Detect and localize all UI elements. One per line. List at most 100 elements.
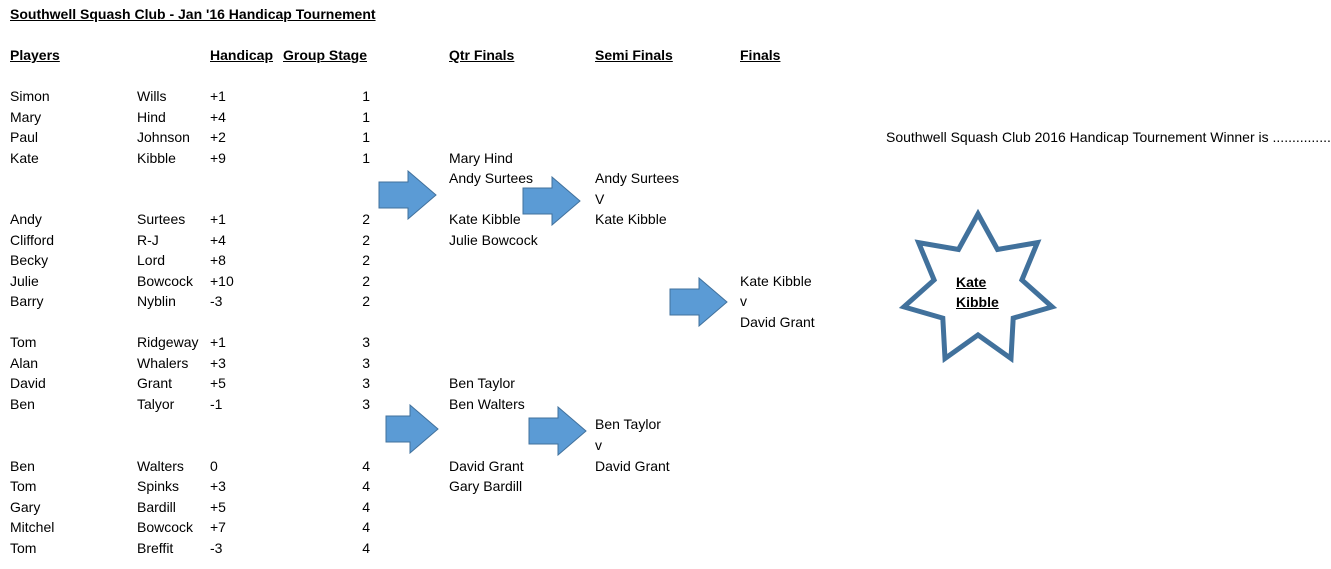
player-last-name: Bowcock <box>137 273 194 289</box>
player-first-name: Mary <box>10 109 42 125</box>
player-handicap: +1 <box>210 211 226 227</box>
player-handicap: 0 <box>210 458 218 474</box>
player-first-name: Andy <box>10 211 42 227</box>
player-handicap: +8 <box>210 252 226 268</box>
player-group: 3 <box>362 396 370 412</box>
player-handicap: +9 <box>210 150 226 166</box>
player-group: 2 <box>362 293 370 309</box>
semi-top-player-1: Andy Surtees <box>595 170 680 186</box>
star-icon <box>898 208 1058 364</box>
player-handicap: +4 <box>210 232 226 248</box>
player-group: 1 <box>362 88 370 104</box>
player-group: 3 <box>362 355 370 371</box>
player-last-name: Whalers <box>137 355 189 371</box>
player-handicap: +1 <box>210 88 226 104</box>
winner-first-name: Kate <box>956 274 987 290</box>
player-group: 1 <box>362 129 370 145</box>
arrow-right-icon <box>522 176 581 226</box>
semi-bottom-player-1: Ben Taylor <box>595 416 661 432</box>
player-last-name: Ridgeway <box>137 334 199 350</box>
player-first-name: Mitchel <box>10 519 55 535</box>
header-players: Players <box>10 47 60 63</box>
player-handicap: -3 <box>210 540 223 556</box>
player-group: 3 <box>362 334 370 350</box>
qtr-top-player-4: Julie Bowcock <box>449 232 538 248</box>
winner-last-name: Kibble <box>956 294 999 310</box>
player-last-name: Wills <box>137 88 167 104</box>
header-semi-finals: Semi Finals <box>595 47 673 63</box>
player-group: 2 <box>362 252 370 268</box>
qtr-top-player-2: Andy Surtees <box>449 170 534 186</box>
arrow-right-icon <box>378 170 437 220</box>
player-first-name: Paul <box>10 129 39 145</box>
player-first-name: Alan <box>10 355 39 371</box>
player-group: 4 <box>362 540 370 556</box>
page-title: Southwell Squash Club - Jan '16 Handicap… <box>10 6 376 22</box>
final-player-1: Kate Kibble <box>740 273 812 289</box>
player-group: 4 <box>362 499 370 515</box>
player-group: 4 <box>362 519 370 535</box>
qtr-bottom-player-3: David Grant <box>449 458 524 474</box>
player-first-name: Becky <box>10 252 49 268</box>
final-versus: v <box>740 293 747 309</box>
player-last-name: Johnson <box>137 129 190 145</box>
player-last-name: Surtees <box>137 211 186 227</box>
player-group: 1 <box>362 150 370 166</box>
player-first-name: Tom <box>10 478 37 494</box>
player-handicap: +3 <box>210 478 226 494</box>
header-finals: Finals <box>740 47 781 63</box>
player-handicap: +5 <box>210 499 226 515</box>
player-first-name: Clifford <box>10 232 55 248</box>
winner-name: Kate Kibble <box>956 272 1004 312</box>
player-last-name: Bowcock <box>137 519 194 535</box>
player-handicap: +4 <box>210 109 226 125</box>
player-first-name: Kate <box>10 150 39 166</box>
player-first-name: Tom <box>10 540 37 556</box>
qtr-bottom-player-4: Gary Bardill <box>449 478 523 494</box>
player-first-name: Simon <box>10 88 50 104</box>
player-handicap: -1 <box>210 396 223 412</box>
player-first-name: Gary <box>10 499 41 515</box>
player-group: 3 <box>362 375 370 391</box>
arrow-right-icon <box>669 277 728 327</box>
player-handicap: +1 <box>210 334 226 350</box>
player-last-name: Bardill <box>137 499 176 515</box>
player-last-name: Breffit <box>137 540 174 556</box>
header-group-stage: Group Stage <box>283 47 368 63</box>
qtr-bottom-player-2: Ben Walters <box>449 396 525 412</box>
player-last-name: Spinks <box>137 478 180 494</box>
player-group: 2 <box>362 232 370 248</box>
player-handicap: +10 <box>210 273 234 289</box>
player-group: 4 <box>362 478 370 494</box>
player-last-name: Walters <box>137 458 184 474</box>
qtr-bottom-player-1: Ben Taylor <box>449 375 515 391</box>
header-handicap: Handicap <box>210 47 274 63</box>
header-qtr-finals: Qtr Finals <box>449 47 515 63</box>
player-handicap: -3 <box>210 293 223 309</box>
player-last-name: R-J <box>137 232 159 248</box>
qtr-top-player-3: Kate Kibble <box>449 211 521 227</box>
player-handicap: +2 <box>210 129 226 145</box>
player-handicap: +7 <box>210 519 226 535</box>
player-first-name: Barry <box>10 293 44 309</box>
player-first-name: Ben <box>10 396 35 412</box>
player-last-name: Kibble <box>137 150 176 166</box>
semi-bottom-versus: v <box>595 437 602 453</box>
player-group: 1 <box>362 109 370 125</box>
semi-top-player-2: Kate Kibble <box>595 211 667 227</box>
player-first-name: David <box>10 375 46 391</box>
player-group: 2 <box>362 273 370 289</box>
player-first-name: Tom <box>10 334 37 350</box>
arrow-right-icon <box>528 406 587 456</box>
final-player-2: David Grant <box>740 314 815 330</box>
semi-bottom-player-2: David Grant <box>595 458 670 474</box>
player-group: 4 <box>362 458 370 474</box>
player-handicap: +5 <box>210 375 226 391</box>
player-last-name: Grant <box>137 375 173 391</box>
player-last-name: Nyblin <box>137 293 176 309</box>
player-last-name: Lord <box>137 252 166 268</box>
player-group: 2 <box>362 211 370 227</box>
winner-caption: Southwell Squash Club 2016 Handicap Tour… <box>886 129 1331 145</box>
arrow-right-icon <box>385 404 439 454</box>
player-last-name: Talyor <box>137 396 175 412</box>
